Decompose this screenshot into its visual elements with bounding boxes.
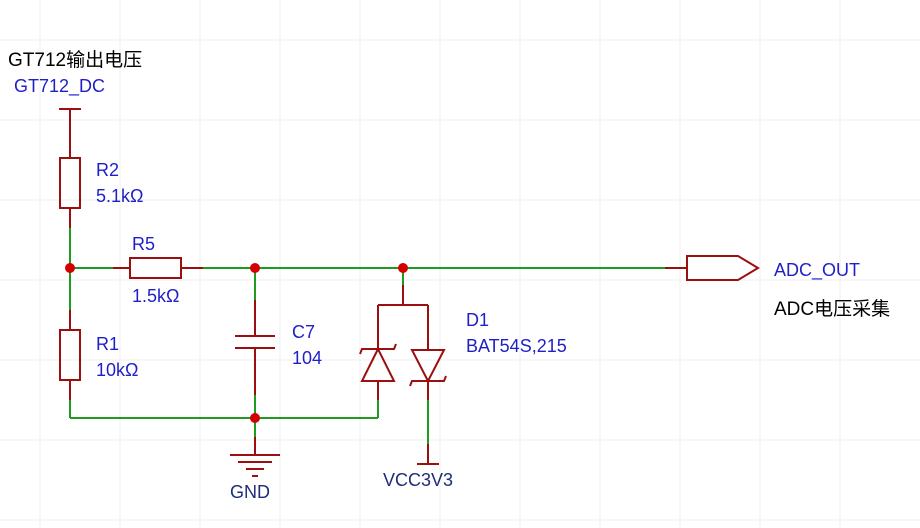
ground-label: GND xyxy=(230,482,270,502)
r1-ref: R1 xyxy=(96,334,119,354)
ground-symbol[interactable] xyxy=(230,437,280,477)
r5-value: 1.5kΩ xyxy=(132,286,179,306)
supply-flag[interactable] xyxy=(417,444,439,465)
output-net-label: ADC_OUT xyxy=(774,260,860,281)
input-net-label: GT712_DC xyxy=(14,76,105,97)
r2-value: 5.1kΩ xyxy=(96,186,143,206)
r1-value: 10kΩ xyxy=(96,360,138,380)
d1-ref: D1 xyxy=(466,310,489,330)
resistor-r2[interactable] xyxy=(59,157,81,228)
output-port-flag[interactable] xyxy=(665,255,760,281)
junction-dot xyxy=(250,413,260,423)
junction-dot xyxy=(65,263,75,273)
junction-dot xyxy=(398,263,408,273)
capacitor-c7[interactable] xyxy=(235,300,275,395)
junction-dot xyxy=(250,263,260,273)
resistor-r1[interactable] xyxy=(59,310,81,400)
supply-label: VCC3V3 xyxy=(383,470,453,490)
input-title-label: GT712输出电压 xyxy=(8,49,142,71)
d1-value: BAT54S,215 xyxy=(466,336,567,356)
c7-value: 104 xyxy=(292,348,322,368)
c7-ref: C7 xyxy=(292,322,315,342)
output-title-label: ADC电压采集 xyxy=(774,298,890,320)
r5-ref: R5 xyxy=(132,234,155,254)
resistor-r5[interactable] xyxy=(113,257,203,279)
diode-d1[interactable] xyxy=(359,285,447,440)
input-net-flag[interactable] xyxy=(59,108,81,158)
r2-ref: R2 xyxy=(96,160,119,180)
